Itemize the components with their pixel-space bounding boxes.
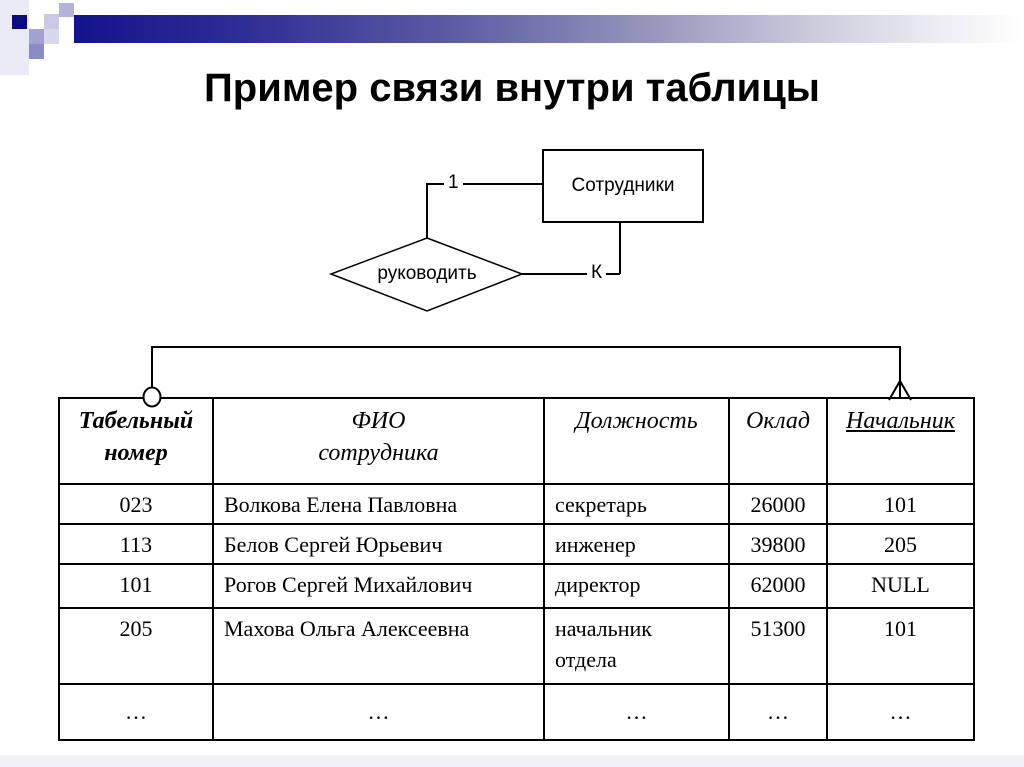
cardinality-one-label: 1: [444, 172, 463, 194]
cardinality-many-label: К: [587, 262, 607, 284]
decor-square: [44, 29, 59, 44]
table-cell: 62000: [728, 563, 828, 609]
relation-label: руководить: [377, 263, 477, 284]
table-cell: 205: [58, 607, 214, 685]
col-header-personnel-number: Табельный номер: [58, 397, 214, 485]
table-cell: 101: [58, 563, 214, 609]
table-cell: 101: [826, 607, 975, 685]
table-cell: Белов Сергей Юрьевич: [212, 523, 545, 565]
decor-square: [29, 44, 44, 59]
table-cell: 26000: [728, 483, 828, 525]
table-row: 113 Белов Сергей Юрьевич инженер 39800 2…: [58, 523, 975, 565]
col-header-full-name: ФИО сотрудника: [212, 397, 545, 485]
table-row-ellipsis: … … … … …: [58, 683, 975, 741]
decor-square: [29, 29, 44, 44]
table-cell: секретарь: [543, 483, 730, 525]
decor-square-navy: [12, 15, 27, 29]
employees-table: Табельный номер ФИО сотрудника Должность…: [58, 397, 975, 741]
table-cell: 51300: [728, 607, 828, 685]
table-cell: инженер: [543, 523, 730, 565]
decor-pale-panel: [0, 0, 29, 75]
table-cell: 205: [826, 523, 975, 565]
table-cell: начальник отдела: [543, 607, 730, 685]
col-header-position: Должность: [543, 397, 730, 485]
page-title: Пример связи внутри таблицы: [204, 66, 820, 110]
decor-square: [59, 3, 74, 17]
table-connector-line: [151, 346, 901, 399]
table-cell: …: [826, 683, 975, 741]
table-row: 023 Волкова Елена Павловна секретарь 260…: [58, 483, 975, 525]
table-cell: Волкова Елена Павловна: [212, 483, 545, 525]
table-row: 101 Рогов Сергей Михайлович директор 620…: [58, 563, 975, 609]
decor-gradient-bar: [74, 15, 1024, 43]
table-cell: 101: [826, 483, 975, 525]
table-row: 205 Махова Ольга Алексеевна начальник от…: [58, 607, 975, 685]
table-cell: …: [58, 683, 214, 741]
table-cell: NULL: [826, 563, 975, 609]
table-header-row: Табельный номер ФИО сотрудника Должность…: [58, 397, 975, 485]
table-cell: Рогов Сергей Михайлович: [212, 563, 545, 609]
decor-square: [44, 14, 59, 29]
table-cell: 023: [58, 483, 214, 525]
table-cell: …: [212, 683, 545, 741]
table-cell: …: [728, 683, 828, 741]
table-cell: 39800: [728, 523, 828, 565]
table-cell: …: [543, 683, 730, 741]
table-cell: Махова Ольга Алексеевна: [212, 607, 545, 685]
entity-label: Сотрудники: [571, 175, 675, 196]
col-header-salary: Оклад: [728, 397, 828, 485]
table-cell: директор: [543, 563, 730, 609]
decor-bottom-bar: [0, 755, 1024, 767]
table-cell: 113: [58, 523, 214, 565]
col-header-manager: Начальник: [826, 397, 975, 485]
